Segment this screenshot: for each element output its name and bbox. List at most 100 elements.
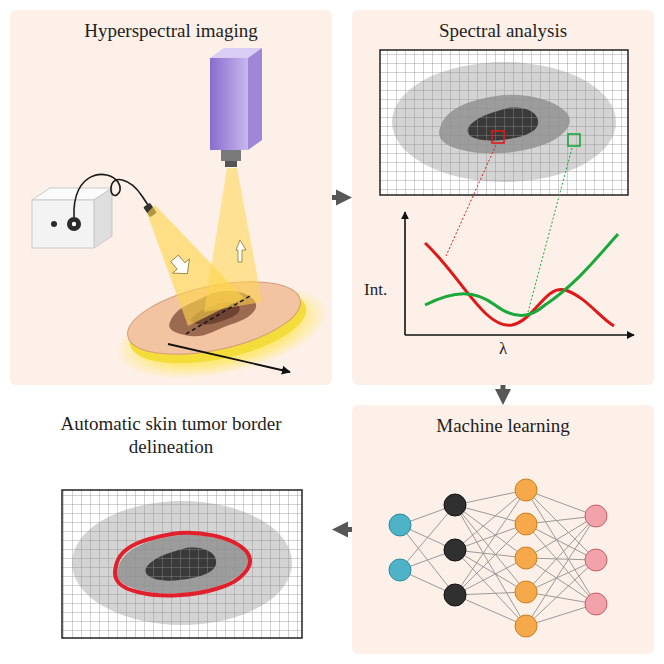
- light-source: [67, 217, 81, 231]
- neuron: [515, 513, 537, 535]
- spectrum-plot: [404, 212, 406, 335]
- network-link: [455, 550, 526, 558]
- hyperspectral-image: [380, 50, 628, 195]
- flow-arrow: [501, 385, 506, 399]
- scan-line: [186, 296, 250, 334]
- hyperspectral-image: [380, 50, 628, 195]
- flow-arrow: [332, 195, 346, 200]
- scan-direction-arrow: [168, 344, 290, 372]
- network-link: [400, 490, 596, 626]
- neuron: [515, 581, 537, 603]
- process-panel: Spectral analysis: [352, 10, 654, 385]
- neuron: [389, 479, 607, 637]
- neuron: [389, 514, 411, 536]
- network-link: [455, 490, 526, 595]
- process-panel: Automatic skin tumor border delineation: [10, 405, 332, 654]
- network-link: [526, 560, 596, 592]
- panel-title: Machine learning: [363, 415, 643, 438]
- light-beam: [204, 168, 262, 312]
- skin-sample: [190, 302, 240, 325]
- network-link: [455, 505, 526, 524]
- light-source: [32, 188, 112, 248]
- skin-sample: [121, 268, 306, 367]
- light-beam: [236, 240, 246, 262]
- hyperspectral-image: [568, 134, 580, 146]
- network-link: [400, 550, 455, 570]
- scan-line: [186, 296, 250, 334]
- optical-fiber: [143, 203, 156, 217]
- light-source: [72, 222, 76, 226]
- network-link: [526, 490, 596, 516]
- delineation-image: [62, 490, 302, 638]
- camera: [248, 48, 262, 150]
- hyperspectral-image: [439, 95, 570, 154]
- axis-label: Int.: [364, 281, 387, 300]
- camera: [210, 48, 262, 58]
- camera: [221, 150, 241, 161]
- network-link: [526, 558, 596, 604]
- delineation-image: [62, 490, 302, 638]
- light-source: [94, 188, 112, 248]
- network-link: [400, 505, 455, 570]
- delineation-image: [115, 533, 250, 596]
- neuron: [444, 539, 466, 561]
- leader-line: [446, 145, 572, 312]
- spectrum-plot: [425, 234, 618, 316]
- network-link: [455, 490, 526, 505]
- panel-title: Automatic skin tumor border delineation: [40, 413, 302, 459]
- camera: [210, 48, 262, 167]
- network-link: [455, 550, 526, 626]
- light-beam: [166, 251, 196, 280]
- hyperspectral-image: [492, 131, 504, 143]
- delineation-image: [146, 548, 217, 581]
- neuron: [585, 593, 607, 615]
- leader-line: [446, 145, 496, 256]
- network-link: [455, 505, 526, 558]
- scan-direction-arrow: [168, 344, 290, 372]
- spectrum-plot: [405, 212, 634, 335]
- hyperspectral-image: [380, 50, 628, 195]
- spectrum-plot: [405, 334, 634, 336]
- light-beam: [147, 205, 244, 326]
- network-link: [400, 525, 455, 595]
- sample-glow: [108, 268, 337, 395]
- network-link: [400, 505, 455, 525]
- neuron: [585, 505, 607, 527]
- sample-glow: [123, 275, 313, 377]
- network-link: [455, 490, 526, 550]
- light-source: [32, 188, 112, 200]
- neuron: [515, 615, 537, 637]
- skin-sample: [169, 291, 256, 336]
- panel-title: Hyperspectral imaging: [21, 20, 321, 43]
- optical-fiber: [74, 174, 157, 217]
- sample-glow: [108, 268, 337, 395]
- hyperspectral-image: [380, 50, 628, 195]
- light-source: [51, 221, 57, 227]
- flow-arrow: [338, 527, 352, 532]
- light-beam: [147, 168, 262, 326]
- process-panel: Machine learning: [352, 405, 654, 654]
- network-link: [526, 558, 596, 560]
- spectrum-plot: [425, 243, 614, 326]
- neuron: [515, 479, 537, 501]
- delineation-image: [117, 535, 248, 594]
- camera: [210, 58, 248, 150]
- network-link: [526, 490, 596, 560]
- delineation-image: [62, 490, 302, 638]
- optical-fiber: [74, 174, 150, 217]
- network-link: [526, 524, 596, 560]
- network-link: [455, 505, 526, 592]
- network-link: [526, 604, 596, 626]
- network-link: [455, 592, 526, 595]
- network-link: [526, 592, 596, 604]
- network-link: [455, 595, 526, 626]
- panel-title: Spectral analysis: [363, 20, 643, 43]
- neuron: [585, 549, 607, 571]
- network-link: [455, 558, 526, 595]
- delineation-image: [72, 501, 292, 625]
- camera: [225, 161, 237, 167]
- process-panel: Hyperspectral imaging: [10, 10, 332, 385]
- network-link: [526, 490, 596, 604]
- network-link: [400, 525, 455, 550]
